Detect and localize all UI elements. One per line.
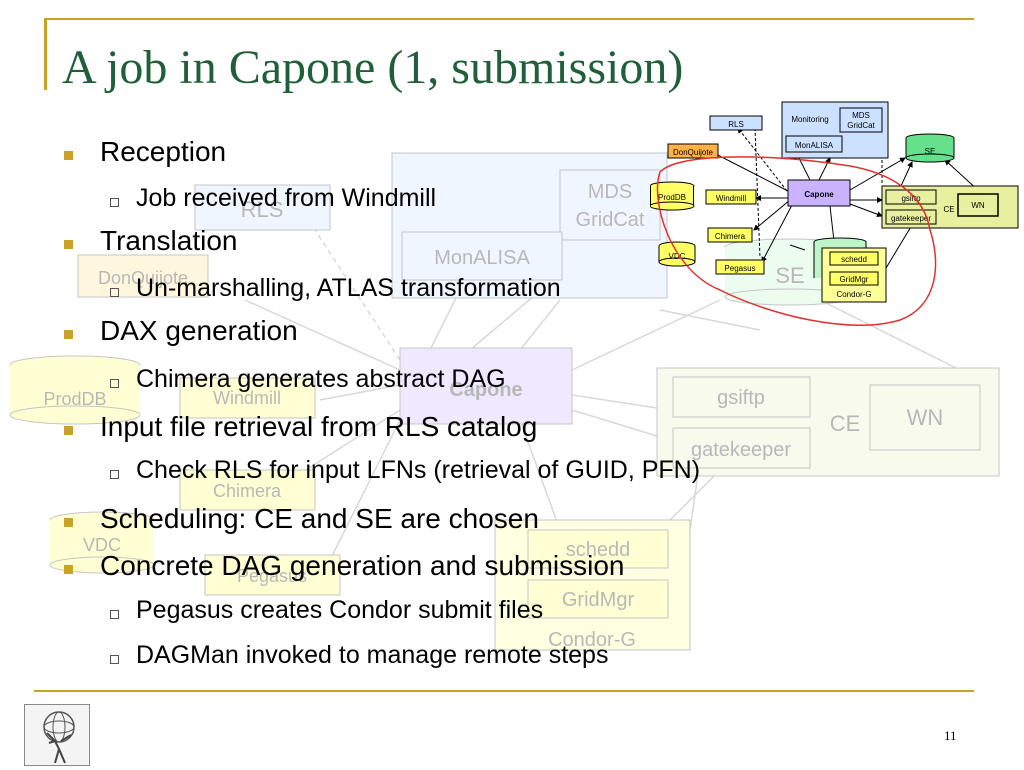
svg-text:GridMgr: GridMgr bbox=[562, 589, 635, 611]
sub-bullet-marker bbox=[110, 379, 119, 388]
inset-rls-box bbox=[709, 115, 763, 131]
svg-text:Pegasus: Pegasus bbox=[237, 566, 307, 586]
arrow-capone-rls bbox=[737, 127, 791, 196]
svg-text:gsiftp: gsiftp bbox=[717, 387, 765, 409]
frame-horizontal-rule bbox=[44, 18, 974, 20]
svg-text:GridCat: GridCat bbox=[847, 121, 875, 130]
svg-text:DonQuijote: DonQuijote bbox=[98, 268, 188, 288]
bullet-marker bbox=[64, 426, 73, 435]
svg-text:Chimera: Chimera bbox=[213, 481, 282, 501]
svg-text:Condor-G: Condor-G bbox=[836, 290, 871, 299]
bullet-translation: Translation bbox=[100, 225, 238, 256]
sub-bullet-dagman: DAGMan invoked to manage remote steps bbox=[136, 641, 609, 669]
svg-text:SE: SE bbox=[925, 147, 936, 156]
inset-wn-box bbox=[957, 193, 999, 217]
svg-text:Windmill: Windmill bbox=[716, 194, 746, 203]
svg-text:ProdDB: ProdDB bbox=[43, 389, 106, 409]
svg-text:DonQuijote: DonQuijote bbox=[673, 148, 714, 157]
svg-text:MonALISA: MonALISA bbox=[795, 141, 834, 150]
inset-gridmgr-box bbox=[829, 271, 879, 286]
bullet-marker bbox=[64, 518, 73, 527]
svg-text:Windmill: Windmill bbox=[213, 388, 281, 408]
svg-text:CE: CE bbox=[943, 205, 954, 214]
svg-text:schedd: schedd bbox=[566, 539, 631, 561]
arrow-capone-gatekeeper bbox=[849, 203, 883, 218]
svg-text:Chimera: Chimera bbox=[715, 232, 746, 241]
sub-bullet-job-received: Job received from Windmill bbox=[136, 184, 437, 212]
inset-donquijote-box bbox=[667, 143, 719, 159]
svg-text:Capone: Capone bbox=[449, 379, 522, 401]
inset-schedd-box bbox=[829, 251, 879, 266]
sub-bullet-marker bbox=[110, 610, 119, 619]
bullet-marker bbox=[64, 240, 73, 249]
inset-chimera-box bbox=[707, 227, 753, 243]
bullet-marker bbox=[64, 330, 73, 339]
slide-title: A job in Capone (1, submission) bbox=[62, 41, 684, 94]
atlas-logo bbox=[24, 704, 90, 766]
bullet-dax-generation: DAX generation bbox=[100, 315, 298, 346]
inset-monalisa-box bbox=[785, 135, 843, 153]
page-number: 11 bbox=[944, 728, 957, 743]
sub-bullet-pegasus: Pegasus creates Condor submit files bbox=[136, 596, 544, 624]
inset-diagram: RLS DonQuijote Monitoring MDS GridCat Mo… bbox=[650, 101, 1019, 326]
inset-gsiftp-box bbox=[885, 189, 937, 205]
sub-bullet-marker bbox=[110, 655, 119, 664]
svg-text:MDS: MDS bbox=[588, 181, 632, 203]
sub-bullet-unmarshalling: Un-marshalling, ATLAS transformation bbox=[136, 274, 561, 302]
bullet-concrete-dag: Concrete DAG generation and submission bbox=[100, 550, 625, 581]
arrow-capone-pegasus bbox=[761, 204, 793, 263]
svg-text:gatekeeper: gatekeeper bbox=[691, 439, 791, 461]
svg-text:CE: CE bbox=[830, 411, 861, 436]
svg-text:Condor-G: Condor-G bbox=[548, 629, 636, 651]
svg-text:RLS: RLS bbox=[241, 197, 284, 222]
sub-bullet-chimera: Chimera generates abstract DAG bbox=[136, 365, 506, 393]
svg-text:GridCat: GridCat bbox=[576, 209, 645, 231]
svg-text:gatekeeper: gatekeeper bbox=[891, 214, 931, 223]
dashed-rls-link bbox=[754, 127, 761, 259]
svg-text:ProdDB: ProdDB bbox=[658, 193, 686, 202]
svg-text:gsiftp: gsiftp bbox=[901, 194, 921, 203]
svg-text:GridMgr: GridMgr bbox=[840, 275, 869, 284]
sub-bullet-marker bbox=[110, 198, 119, 207]
svg-text:WN: WN bbox=[907, 405, 944, 430]
inset-mds-box bbox=[839, 107, 883, 133]
svg-text:VDC: VDC bbox=[83, 535, 121, 555]
highlight-loop bbox=[656, 156, 937, 326]
arrow-capone-chimera bbox=[753, 199, 791, 231]
sub-bullet-check-rls: Check RLS for input LFNs (retrieval of G… bbox=[136, 456, 701, 484]
line-chimera-se bbox=[789, 244, 806, 251]
sub-bullet-marker bbox=[110, 288, 119, 297]
frame-vertical-rule bbox=[44, 18, 47, 90]
svg-text:Monitoring: Monitoring bbox=[791, 115, 828, 124]
bullet-reception: Reception bbox=[100, 136, 227, 167]
inset-gatekeeper-box bbox=[885, 209, 937, 225]
inset-windmill-box bbox=[705, 189, 757, 205]
inset-capone-box bbox=[787, 179, 851, 207]
footer-rule bbox=[34, 690, 974, 692]
svg-text:WN: WN bbox=[971, 201, 985, 210]
sub-bullet-marker bbox=[110, 470, 119, 479]
svg-text:SE: SE bbox=[775, 263, 804, 288]
inset-pegasus-box bbox=[715, 259, 765, 275]
svg-text:RLS: RLS bbox=[728, 120, 744, 129]
svg-text:MonALISA: MonALISA bbox=[434, 247, 530, 269]
svg-text:MDS: MDS bbox=[852, 111, 870, 120]
svg-text:VDC: VDC bbox=[669, 252, 686, 261]
bullet-input-retrieval: Input file retrieval from RLS catalog bbox=[100, 411, 538, 442]
svg-text:Pegasus: Pegasus bbox=[724, 264, 755, 273]
bullet-scheduling: Scheduling: CE and SE are chosen bbox=[100, 503, 539, 534]
bullet-marker bbox=[64, 151, 73, 160]
bullet-marker bbox=[64, 565, 73, 574]
svg-text:schedd: schedd bbox=[841, 255, 867, 264]
svg-text:Capone: Capone bbox=[804, 190, 834, 199]
